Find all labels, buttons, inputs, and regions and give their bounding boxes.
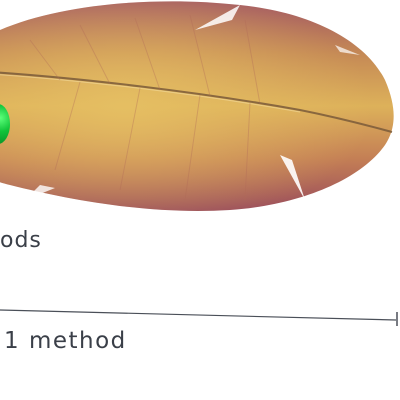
divider: [0, 308, 400, 326]
methods-label: ods: [0, 228, 42, 253]
green-status-dot-icon: [0, 104, 10, 144]
feather-icon: [0, 1, 394, 211]
method-count-label: 1 method: [4, 328, 127, 354]
